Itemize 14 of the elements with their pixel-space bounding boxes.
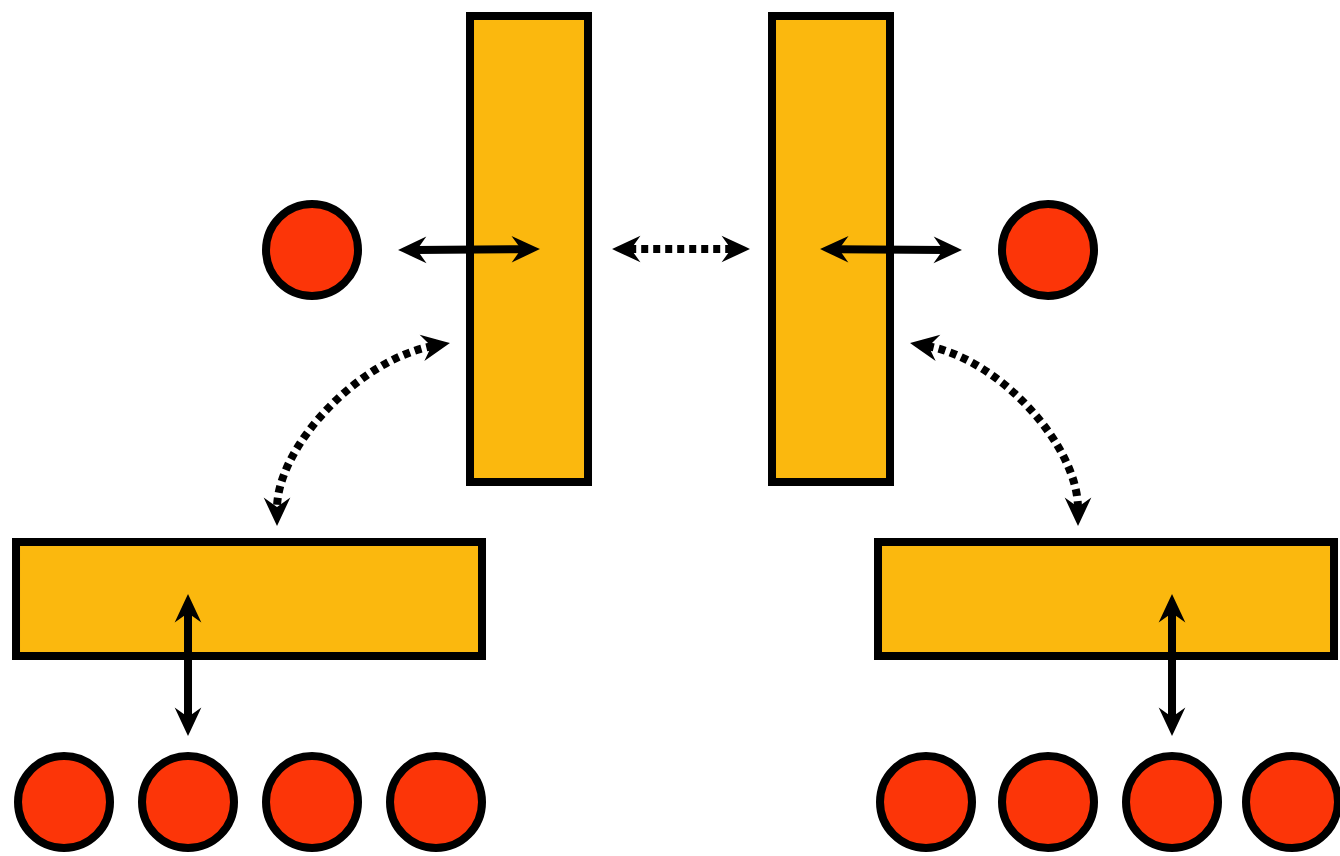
circle	[1242, 752, 1340, 852]
circle	[386, 752, 486, 852]
circle	[14, 752, 114, 852]
circle	[262, 752, 362, 852]
bar	[466, 12, 592, 486]
circle	[138, 752, 238, 852]
circle	[876, 752, 976, 852]
bar	[874, 538, 1338, 660]
circle	[998, 200, 1098, 300]
bar	[768, 12, 894, 486]
circle	[262, 200, 362, 300]
circle	[1122, 752, 1222, 852]
circle	[998, 752, 1098, 852]
bar	[12, 538, 486, 660]
